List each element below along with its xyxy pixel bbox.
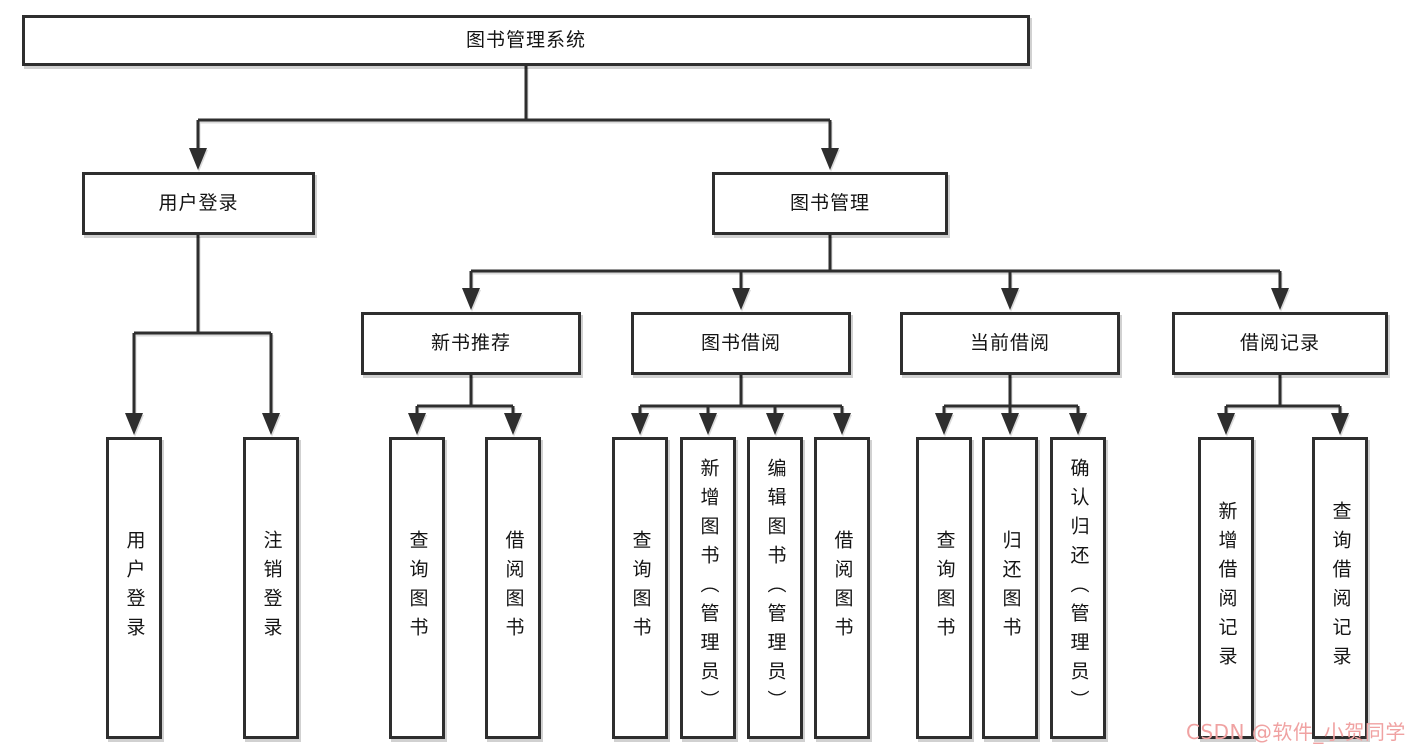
leaf-label: 新增借阅记录 [1215, 501, 1238, 675]
leaf-query-books-borrow: 查询图书 [612, 437, 668, 739]
node-new-book-recommend-label: 新书推荐 [430, 332, 511, 354]
leaf-label: 注销登录 [260, 530, 283, 646]
node-borrow-records: 借阅记录 [1172, 312, 1388, 375]
leaf-logout: 注销登录 [243, 437, 299, 739]
leaf-query-books-recommend: 查询图书 [389, 437, 445, 739]
node-book-management: 图书管理 [712, 172, 948, 235]
leaf-label: 确认归还（管理员） [1067, 457, 1090, 719]
leaf-label: 归还图书 [999, 530, 1022, 646]
node-new-book-recommend: 新书推荐 [361, 312, 581, 375]
leaf-query-borrow-record: 查询借阅记录 [1312, 437, 1368, 739]
leaf-label: 查询图书 [933, 530, 956, 646]
node-book-borrow: 图书借阅 [631, 312, 851, 375]
leaf-label: 借阅图书 [831, 530, 854, 646]
leaf-label: 查询借阅记录 [1329, 501, 1352, 675]
leaf-label: 新增图书（管理员） [697, 457, 720, 719]
connector-shafts [132, 66, 1342, 418]
leaf-query-books-current: 查询图书 [916, 437, 972, 739]
leaf-label: 编辑图书（管理员） [764, 457, 787, 719]
node-book-borrow-label: 图书借阅 [700, 332, 781, 354]
leaf-label: 用户登录 [123, 530, 146, 646]
leaf-edit-book-admin: 编辑图书（管理员） [747, 437, 803, 739]
watermark: CSDN @软件_小贺同学 [1186, 720, 1405, 744]
arrowhead-icons [125, 148, 1349, 435]
leaf-label: 借阅图书 [502, 530, 525, 646]
leaf-add-book-admin: 新增图书（管理员） [680, 437, 736, 739]
leaf-return-books: 归还图书 [982, 437, 1038, 739]
node-root: 图书管理系统 [22, 15, 1030, 66]
node-user-login: 用户登录 [82, 172, 315, 235]
leaf-label: 查询图书 [629, 530, 652, 646]
leaf-borrow-books-recommend: 借阅图书 [485, 437, 541, 739]
node-borrow-records-label: 借阅记录 [1239, 332, 1320, 354]
node-user-login-label: 用户登录 [158, 192, 239, 214]
node-root-label: 图书管理系统 [465, 29, 586, 51]
node-book-management-label: 图书管理 [789, 192, 870, 214]
leaf-user-login: 用户登录 [106, 437, 162, 739]
leaf-confirm-return-admin: 确认归还（管理员） [1050, 437, 1106, 739]
node-current-borrow-label: 当前借阅 [969, 332, 1050, 354]
leaf-add-borrow-record: 新增借阅记录 [1198, 437, 1254, 739]
leaf-borrow-books: 借阅图书 [814, 437, 870, 739]
leaf-label: 查询图书 [406, 530, 429, 646]
node-current-borrow: 当前借阅 [900, 312, 1120, 375]
